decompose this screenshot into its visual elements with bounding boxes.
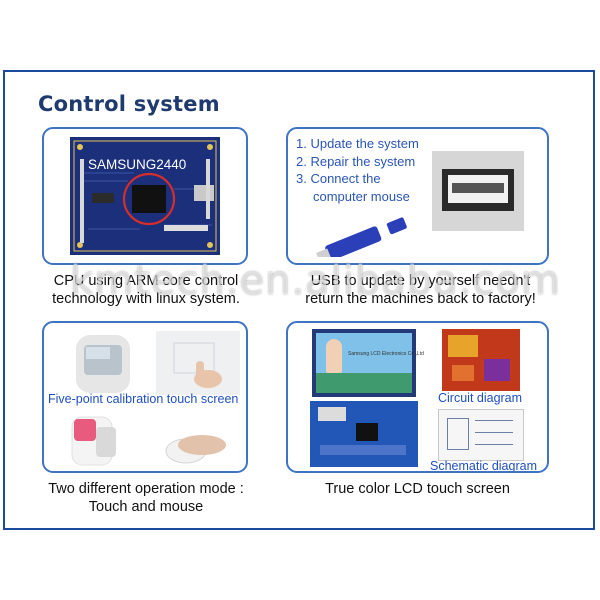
usb-port-image [432, 151, 524, 231]
calibration-label: Five-point calibration touch screen [48, 392, 239, 406]
touch-finger-image [156, 331, 240, 395]
mouse-image [165, 435, 226, 464]
usb-caption-line1: USB to update by yourself needn't [310, 273, 531, 289]
usb-panel: 1. Update the system 2. Repair the syste… [286, 127, 549, 265]
usb-stick-image [316, 217, 407, 257]
lcd-screen-text: Samsung LCD Electronics Co.,Ltd [348, 351, 424, 357]
cpu-panel: SAMSUNG2440 [42, 127, 248, 265]
circuit-diagram-image [442, 329, 520, 391]
touch-caption: Two different operation mode : Touch and… [30, 480, 262, 516]
touch-device-image [76, 335, 130, 393]
lcd-caption-line: True color LCD touch screen [325, 481, 510, 497]
cpu-caption-line2: technology with linux system. [52, 291, 240, 307]
touch-caption-line1: Two different operation mode : [48, 481, 244, 497]
board-chip-label: SAMSUNG2440 [88, 157, 187, 172]
cpu-caption: CPU using ARM core control technology wi… [30, 272, 262, 308]
lcd-screen-image: Samsung LCD Electronics Co.,Ltd [312, 329, 424, 397]
cpu-board-image [70, 137, 220, 255]
cpu-caption-line1: CPU using ARM core control [53, 273, 239, 289]
circuit-diagram-label: Circuit diagram [438, 391, 523, 405]
usb-caption-line2: return the machines back to factory! [305, 291, 536, 307]
pcb-board-image [310, 401, 418, 467]
usb-caption: USB to update by yourself needn't return… [278, 272, 563, 308]
lcd-caption: True color LCD touch screen [286, 480, 549, 498]
schematic-diagram-image [438, 409, 524, 461]
schematic-diagram-label: Schematic diagram [430, 459, 537, 473]
touch-caption-line2: Touch and mouse [88, 499, 204, 515]
step-repair: 2. Repair the system [296, 153, 416, 169]
section-title: Control system [38, 92, 220, 116]
step-connect: 3. Connect the [296, 171, 381, 186]
usb-steps-list: 1. Update the system 2. Repair the syste… [296, 135, 419, 205]
lcd-panel: Samsung LCD Electronics Co.,Ltd Circuit … [286, 321, 549, 473]
step-mouse: computer mouse [313, 188, 410, 204]
machine-image [71, 416, 116, 466]
touch-panel: Five-point calibration touch screen [42, 321, 248, 473]
step-update: 1. Update the system [296, 136, 419, 151]
